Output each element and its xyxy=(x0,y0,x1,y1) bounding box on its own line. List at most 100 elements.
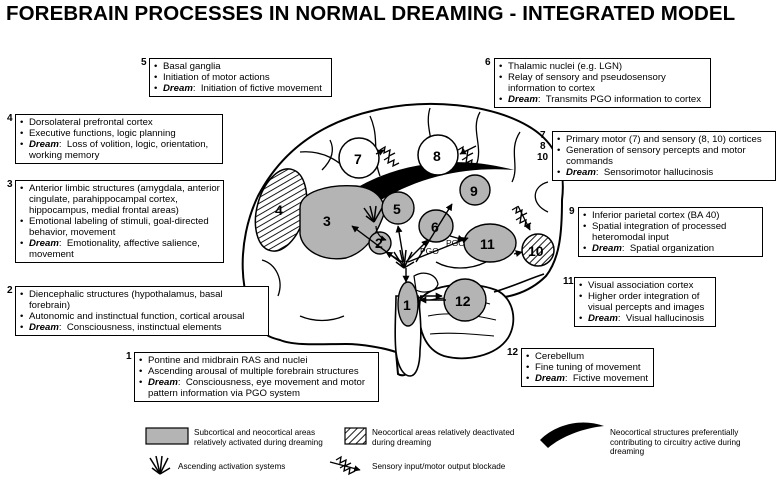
box-number-1: 1 xyxy=(126,351,132,362)
box-inferior-parietal-cortex: Inferior parietal cortex (BA 40) Spatial… xyxy=(578,207,763,257)
dream-text: Consciousness, instinctual elements xyxy=(66,322,222,333)
box-dream-line: Dream: Visual hallucinosis xyxy=(579,313,712,324)
dream-text: Fictive movement xyxy=(572,373,649,384)
box-line: Pontine and midbrain RAS and nuclei xyxy=(139,355,375,366)
box-diencephalic-structures: Diencephalic structures (hypothalamus, b… xyxy=(15,286,269,336)
legend-deactivated-text: Neocortical areas relatively deactivated… xyxy=(372,428,515,447)
dream-label: Dream xyxy=(592,243,622,254)
region-label-7: 7 xyxy=(354,151,362,167)
circuitry-arc xyxy=(344,162,514,214)
box-line: Autonomic and instinctual function, cort… xyxy=(20,311,265,322)
box-line: Initiation of motor actions xyxy=(154,72,328,83)
dream-label: Dream xyxy=(29,139,59,150)
box-line: Basal ganglia xyxy=(154,61,328,72)
dream-text: Sensorimotor hallucinosis xyxy=(603,167,714,178)
box-dream-line: Dream: Initiation of fictive movement xyxy=(154,83,328,94)
box-line: Thalamic nuclei (e.g. LGN) xyxy=(499,61,707,72)
blockade-icon-7 xyxy=(375,145,400,168)
legend-blockade-text: Sensory input/motor output blockade xyxy=(372,462,506,471)
region-label-3: 3 xyxy=(323,213,331,229)
box-line: Emotional labeling of stimuli, goal-dire… xyxy=(20,216,220,238)
dream-text: Emotionality, affective salience, moveme… xyxy=(29,238,200,260)
box-line: Executive functions, logic planning xyxy=(20,128,219,139)
box-number-11: 11 xyxy=(563,276,574,287)
box-dream-line: Dream: Fictive movement xyxy=(526,373,650,384)
dream-text: Initiation of fictive movement xyxy=(200,83,322,94)
dream-label: Dream xyxy=(163,83,193,94)
box-limbic-structures: Anterior limbic structures (amygdala, an… xyxy=(15,180,224,263)
box-line: Anterior limbic structures (amygdala, an… xyxy=(20,183,220,216)
box-number-7: 7 xyxy=(540,130,546,141)
box-dream-line: Dream: Spatial organization xyxy=(583,243,759,254)
brain-outline xyxy=(241,102,564,377)
region-label-6: 6 xyxy=(431,219,439,235)
legend-circuitry-text: Neocortical structures preferentially co… xyxy=(610,428,741,456)
box-line: Diencephalic structures (hypothalamus, b… xyxy=(20,289,265,311)
region-label-2: 2 xyxy=(375,235,383,251)
box-line: Cerebellum xyxy=(526,351,650,362)
dream-label: Dream xyxy=(29,322,59,333)
box-line: Generation of sensory percepts and motor… xyxy=(557,145,772,167)
dream-label: Dream xyxy=(566,167,596,178)
region-label-9: 9 xyxy=(470,183,478,199)
legend-deactivated-swatch xyxy=(344,427,367,445)
region-9 xyxy=(459,174,491,206)
legend-activated-text: Subcortical and neocortical areas relati… xyxy=(194,428,323,447)
region-label-5: 5 xyxy=(393,201,401,217)
region-10 xyxy=(521,233,555,267)
box-dream-line: Dream: Loss of volition, logic, orientat… xyxy=(20,139,219,161)
dream-label: Dream xyxy=(29,238,59,249)
page-title: FOREBRAIN PROCESSES IN NORMAL DREAMING -… xyxy=(6,2,736,25)
box-line: Higher order integration of visual perce… xyxy=(579,291,712,313)
box-number-10: 10 xyxy=(537,152,549,163)
box-thalamic-nuclei: Thalamic nuclei (e.g. LGN) Relay of sens… xyxy=(494,58,711,108)
box-dream-line: Dream: Transmits PGO information to cort… xyxy=(499,94,707,105)
box-number-9: 9 xyxy=(569,206,575,217)
dream-text: Consciousness, eye movement and motor pa… xyxy=(148,377,366,399)
box-number-3: 3 xyxy=(7,179,13,190)
dream-text: Spatial organization xyxy=(629,243,715,254)
box-basal-ganglia: Basal ganglia Initiation of motor action… xyxy=(149,58,332,97)
dream-label: Dream xyxy=(148,377,178,388)
box-number-5: 5 xyxy=(141,57,147,68)
region-label-8: 8 xyxy=(433,148,441,164)
blockade-icon-8 xyxy=(457,145,478,168)
box-dream-line: Dream: Consciousness, instinctual elemen… xyxy=(20,322,265,333)
box-number-8: 8 xyxy=(540,141,546,152)
box-pontine-ras: Pontine and midbrain RAS and nuclei Asce… xyxy=(134,352,379,402)
box-line: Inferior parietal cortex (BA 40) xyxy=(583,210,759,221)
dream-text: Loss of volition, logic, orientation, wo… xyxy=(29,139,209,161)
box-line: Visual association cortex xyxy=(579,280,712,291)
region-label-12: 12 xyxy=(455,293,471,309)
region-8 xyxy=(417,134,459,176)
region-label-4: 4 xyxy=(275,202,283,218)
legend-ascending-icon xyxy=(149,455,171,475)
box-cerebellum: Cerebellum Fine tuning of movement Dream… xyxy=(521,348,654,387)
box-dream-line: Dream: Sensorimotor hallucinosis xyxy=(557,167,772,178)
box-dream-line: Dream: Emotionality, affective salience,… xyxy=(20,238,220,260)
dream-text: Visual hallucinosis xyxy=(625,313,705,324)
pgo-label-2: PGO xyxy=(420,246,439,256)
box-number-4: 4 xyxy=(7,113,13,124)
dream-label: Dream xyxy=(588,313,618,324)
box-line: Spatial integration of processed heterom… xyxy=(583,221,759,243)
box-primary-cortices: Primary motor (7) and sensory (8, 10) co… xyxy=(552,131,776,181)
legend-ascending-text: Ascending activation systems xyxy=(178,462,286,471)
dream-label: Dream xyxy=(535,373,565,384)
ascending-starburst-main xyxy=(393,249,415,269)
box-line: Primary motor (7) and sensory (8, 10) co… xyxy=(557,134,772,145)
dream-text: Transmits PGO information to cortex xyxy=(545,94,702,105)
ascending-starburst-upper xyxy=(363,205,383,223)
blockade-icon-10 xyxy=(511,205,532,231)
box-number-2: 2 xyxy=(7,285,13,296)
box-visual-association-cortex: Visual association cortex Higher order i… xyxy=(574,277,716,327)
legend-activated-swatch xyxy=(145,427,189,445)
dream-label: Dream xyxy=(508,94,538,105)
box-number-12: 12 xyxy=(507,347,519,358)
box-line: Relay of sensory and pseudosensory infor… xyxy=(499,72,707,94)
box-line: Fine tuning of movement xyxy=(526,362,650,373)
box-dream-line: Dream: Consciousness, eye movement and m… xyxy=(139,377,375,399)
region-6 xyxy=(418,209,454,243)
box-line: Ascending arousal of multiple forebrain … xyxy=(139,366,375,377)
